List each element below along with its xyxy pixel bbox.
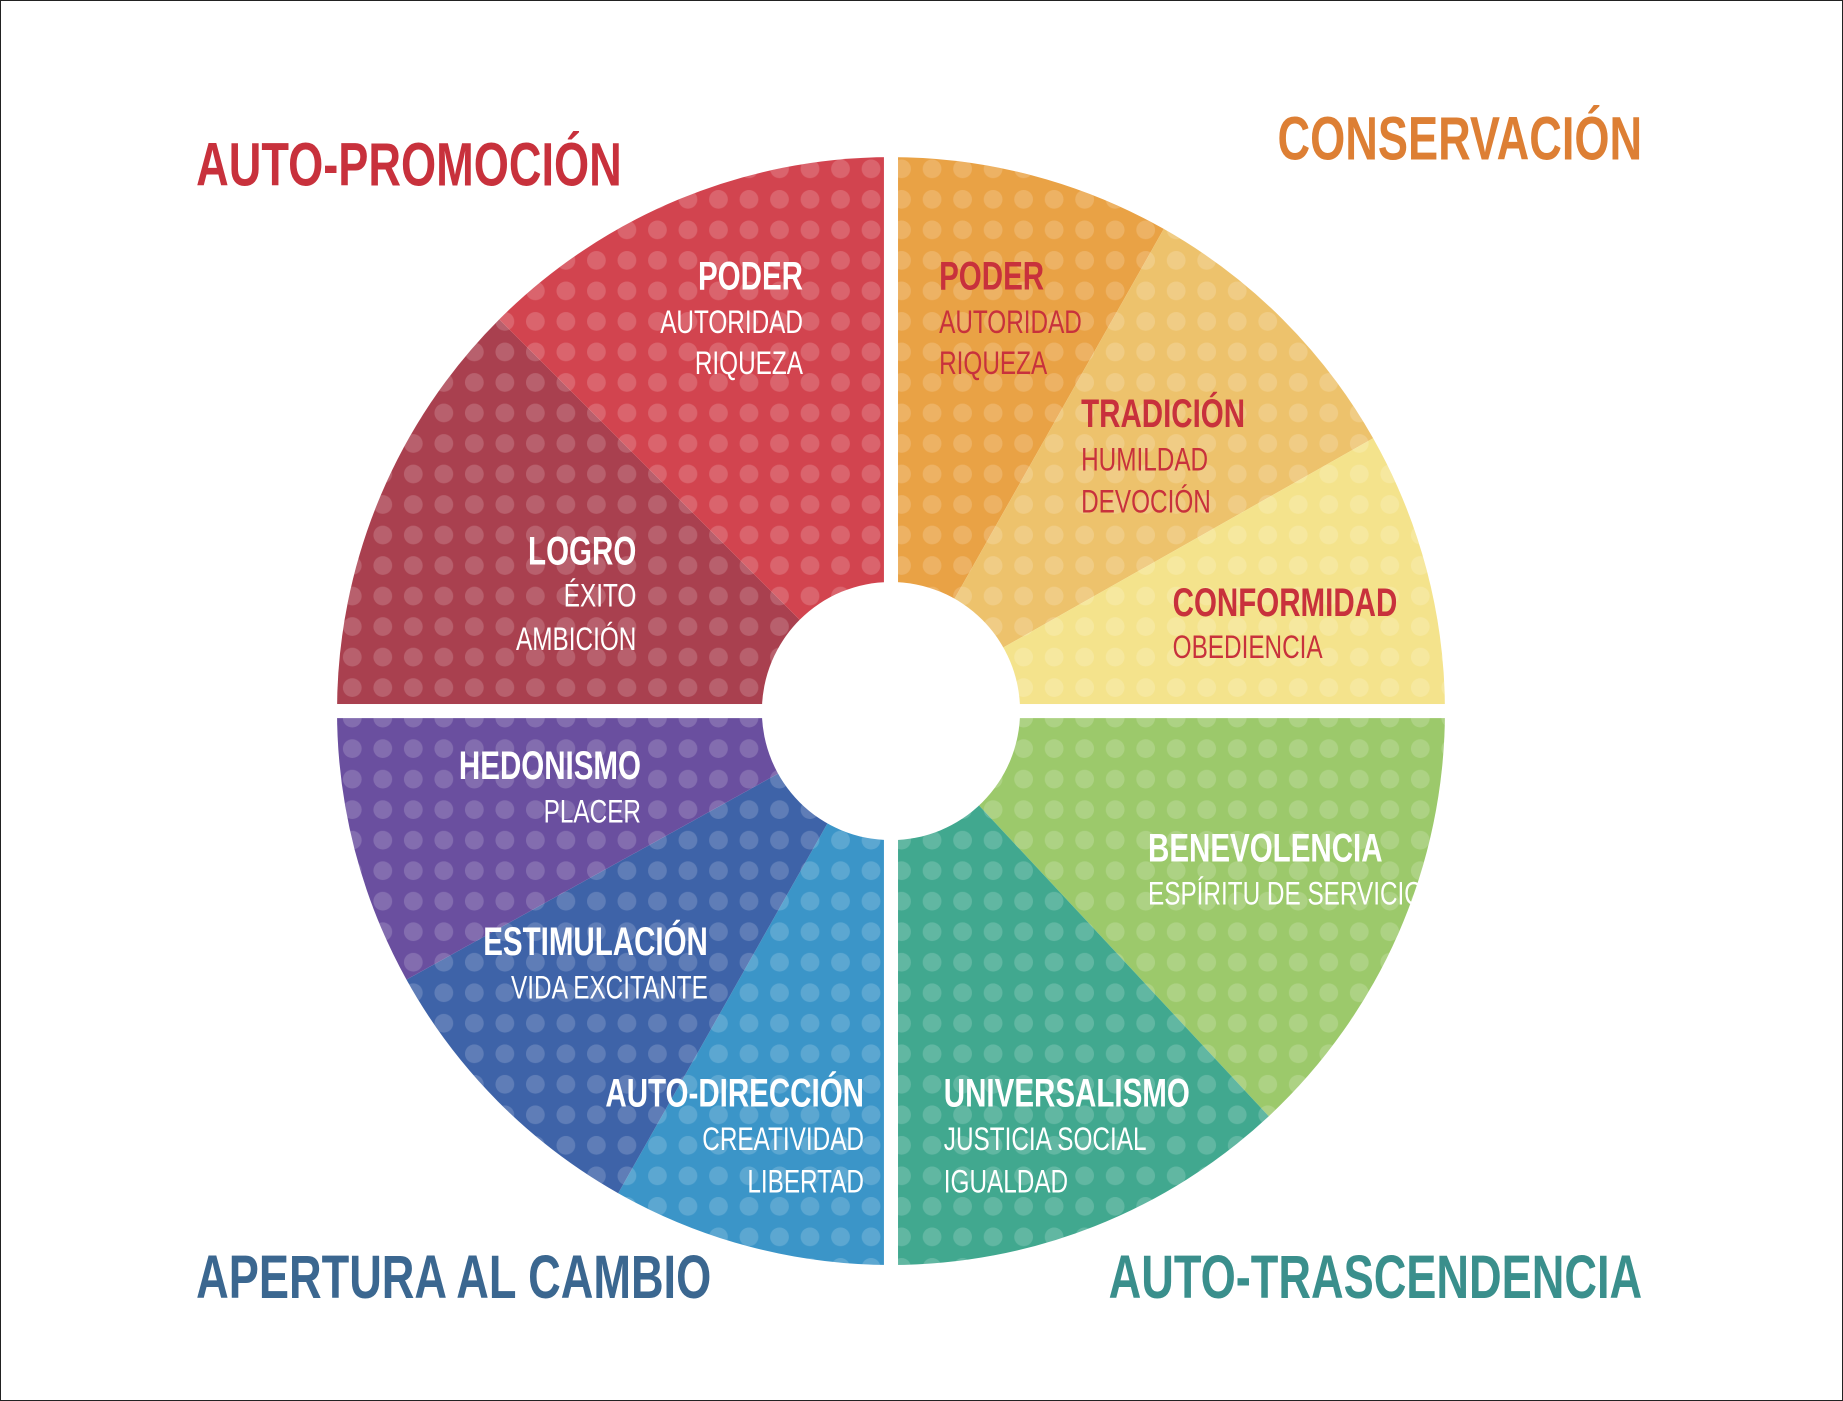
segment-item: OBEDIENCIA <box>1173 628 1323 665</box>
segment-title: ESTIMULACIÓN <box>483 918 708 964</box>
segment-label-tradicion: TRADICIÓN HUMILDAD DEVOCIÓN <box>1081 390 1245 520</box>
segment-item: RIQUEZA <box>939 344 1047 381</box>
segment-label-auto-direccion: AUTO-DIRECCIÓN CREATIVIDAD LIBERTAD <box>605 1070 864 1200</box>
segment-label-estimulacion: ESTIMULACIÓN VIDA EXCITANTE <box>483 918 708 1005</box>
dot-pattern-overlay <box>337 157 1445 1266</box>
segment-label-benevolencia: BENEVOLENCIA ESPÍRITU DE SERVICIO <box>1148 826 1423 911</box>
segment-label-conformidad: CONFORMIDAD OBEDIENCIA <box>1173 581 1398 665</box>
segment-item: CREATIVIDAD <box>702 1120 864 1157</box>
segment-title: AUTO-DIRECCIÓN <box>605 1070 864 1116</box>
segment-label-poder-autopromocion: PODER AUTORIDAD RIQUEZA <box>660 255 803 382</box>
segment-title: BENEVOLENCIA <box>1148 826 1383 870</box>
segment-item: AUTORIDAD <box>660 303 803 340</box>
segment-item: ESPÍRITU DE SERVICIO <box>1148 875 1423 912</box>
segment-item: LIBERTAD <box>747 1162 864 1199</box>
quadrant-label-conservacion: CONSERVACIÓN <box>1278 104 1643 172</box>
segment-item: HUMILDAD <box>1081 440 1208 477</box>
segment-title: HEDONISMO <box>459 744 641 788</box>
segment-label-poder-conservacion: PODER AUTORIDAD RIQUEZA <box>939 255 1082 382</box>
segment-item: VIDA EXCITANTE <box>511 969 708 1006</box>
quadrant-label-apertura: APERTURA AL CAMBIO <box>196 1243 711 1311</box>
segment-title: CONFORMIDAD <box>1173 581 1398 625</box>
segment-label-universalismo: UNIVERSALISMO JUSTICIA SOCIAL IGUALDAD <box>944 1072 1190 1200</box>
wheel-segments <box>337 157 1445 1266</box>
segment-item: RIQUEZA <box>695 344 803 381</box>
segment-title: PODER <box>939 255 1044 299</box>
segment-item: AUTORIDAD <box>939 303 1082 340</box>
quadrant-label-auto-promocion: AUTO-PROMOCIÓN <box>196 130 622 198</box>
segment-item: AMBICIÓN <box>516 620 636 657</box>
segment-item: JUSTICIA SOCIAL <box>944 1120 1147 1157</box>
segment-title: TRADICIÓN <box>1081 390 1245 436</box>
segment-label-hedonismo: HEDONISMO PLACER <box>459 744 641 829</box>
segment-title: UNIVERSALISMO <box>944 1072 1190 1116</box>
segment-item: ÉXITO <box>564 577 637 614</box>
segment-label-logro: LOGRO ÉXITO AMBICIÓN <box>516 529 636 657</box>
segment-title: PODER <box>698 255 803 299</box>
segment-title: LOGRO <box>528 529 636 573</box>
segment-item: IGUALDAD <box>944 1162 1068 1199</box>
segment-item: PLACER <box>544 793 641 830</box>
quadrant-label-auto-trascendencia: AUTO-TRASCENDENCIA <box>1109 1243 1642 1311</box>
segment-item: DEVOCIÓN <box>1081 483 1211 520</box>
